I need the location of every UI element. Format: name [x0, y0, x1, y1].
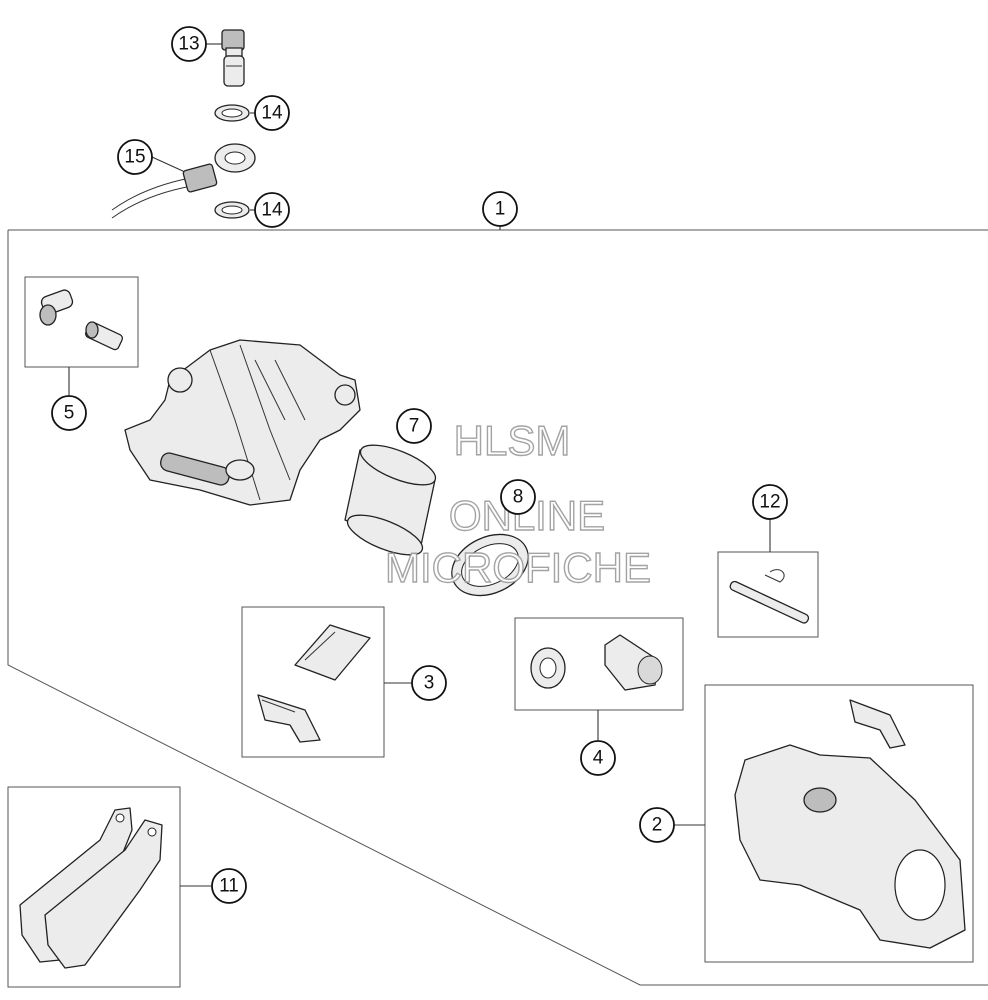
callout-5-label: 5: [64, 403, 75, 424]
bleeder-kit-part: [39, 289, 124, 351]
callout-15-label: 15: [124, 147, 145, 168]
banjo-bolt-part: [221, 29, 245, 87]
callout-1-label: 1: [495, 199, 506, 220]
piston-part: [344, 444, 437, 556]
callout-2-label: 2: [652, 815, 663, 836]
callout-4: 4: [580, 740, 616, 776]
callout-11: 11: [211, 868, 247, 904]
callout-3: 3: [411, 665, 447, 701]
callout-2: 2: [639, 807, 675, 843]
caliper-support-part: [734, 699, 966, 949]
callout-5: 5: [51, 395, 87, 431]
box-bleeder-kit: [24, 276, 139, 368]
box-pad-springs: [241, 606, 385, 758]
brake-line-part: [111, 143, 256, 219]
callout-3-label: 3: [424, 673, 435, 694]
callout-7-label: 7: [409, 416, 420, 437]
caliper-body-part: [124, 339, 361, 506]
sealing-washer-upper: [214, 104, 250, 122]
callout-14-lower-label: 14: [261, 200, 283, 221]
callout-8: 8: [500, 479, 536, 515]
callout-12: 12: [752, 484, 788, 520]
box-bushings: [514, 617, 684, 711]
box-brake-pads: [7, 786, 181, 988]
callout-13-label: 13: [178, 34, 199, 55]
assembly-outline: [7, 229, 988, 986]
callout-14-upper-label: 14: [261, 103, 283, 124]
callout-8-label: 8: [513, 487, 524, 508]
watermark-line-3: MICROFICHE: [385, 544, 651, 591]
box-pin-clip: [717, 551, 819, 638]
seal-ring-part: [451, 533, 529, 597]
bushing-part: [530, 634, 663, 691]
watermark-line-1: HLSM: [454, 417, 571, 464]
callout-14-upper: 14: [254, 95, 290, 131]
watermark: HLSM ONLINE MICROFICHE: [384, 416, 651, 591]
pad-spring-part: [257, 624, 371, 743]
sealing-washer-lower: [214, 201, 250, 219]
brake-pad-set-part: [19, 807, 163, 969]
callout-13: 13: [171, 26, 207, 62]
leader-lines: [68, 43, 771, 887]
callout-1: 1: [482, 191, 518, 227]
box-caliper-support: [704, 684, 974, 963]
callout-4-label: 4: [593, 748, 604, 769]
callout-15: 15: [117, 139, 153, 175]
callout-11-label: 11: [219, 876, 239, 897]
pin-clip-part: [729, 569, 810, 624]
callout-7: 7: [396, 408, 432, 444]
callout-12-label: 12: [759, 492, 780, 513]
callout-14-lower: 14: [254, 192, 290, 228]
